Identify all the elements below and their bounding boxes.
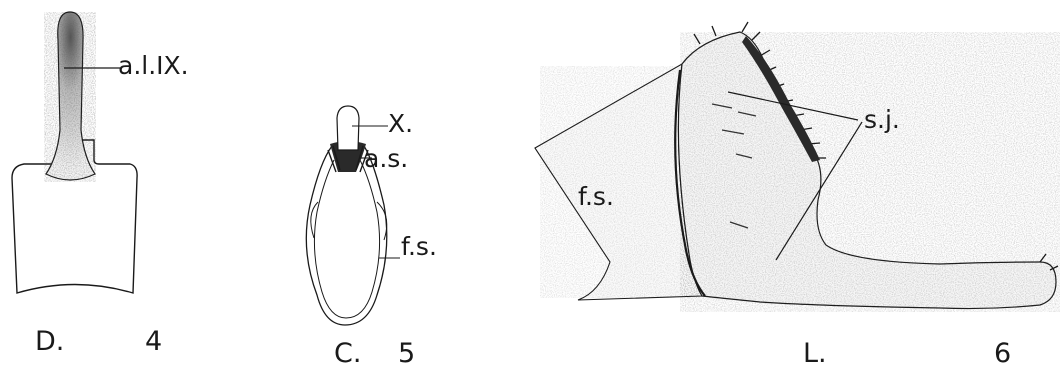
caption-view-d: D. — [35, 326, 64, 357]
left-segment-stipple — [540, 66, 700, 298]
segment-x — [336, 105, 360, 151]
label-x: X. — [388, 109, 413, 138]
caption-number-4: 4 — [145, 326, 162, 357]
caption-view-c: C. — [334, 338, 361, 369]
lobe-ix-stipple — [44, 12, 96, 182]
caption-number-5: 5 — [398, 338, 415, 369]
side-fold-right — [376, 201, 388, 241]
label-s-j: s.j. — [864, 105, 900, 134]
label-a-s: a.s. — [364, 144, 408, 173]
bristle-dark-band — [742, 36, 820, 162]
caption-view-l: L. — [803, 338, 827, 369]
setae-ticks — [327, 145, 369, 173]
label-f-s-6: f.s. — [578, 182, 614, 211]
label-f-s-5: f.s. — [401, 232, 437, 261]
inner-capsule — [313, 159, 381, 319]
caption-number-6: 6 — [994, 338, 1011, 369]
figure-5-caudal: X. a.s. f.s. C. 5 — [305, 105, 437, 369]
outer-capsule — [305, 145, 388, 326]
side-fold-left — [310, 201, 319, 239]
leader-s-j-upper — [727, 91, 859, 121]
figure-4-dorsal: a.l.IX. D. 4 — [11, 11, 189, 357]
leader-s-j-lower — [775, 121, 863, 261]
lateral-lobe-stipple — [680, 32, 1060, 312]
figure-6-lateral: s.j. f.s. L. 6 — [534, 21, 1060, 369]
label-a-l-ix: a.l.IX. — [118, 51, 189, 80]
internal-dashes — [711, 103, 757, 229]
segment-fold-line — [674, 69, 706, 297]
